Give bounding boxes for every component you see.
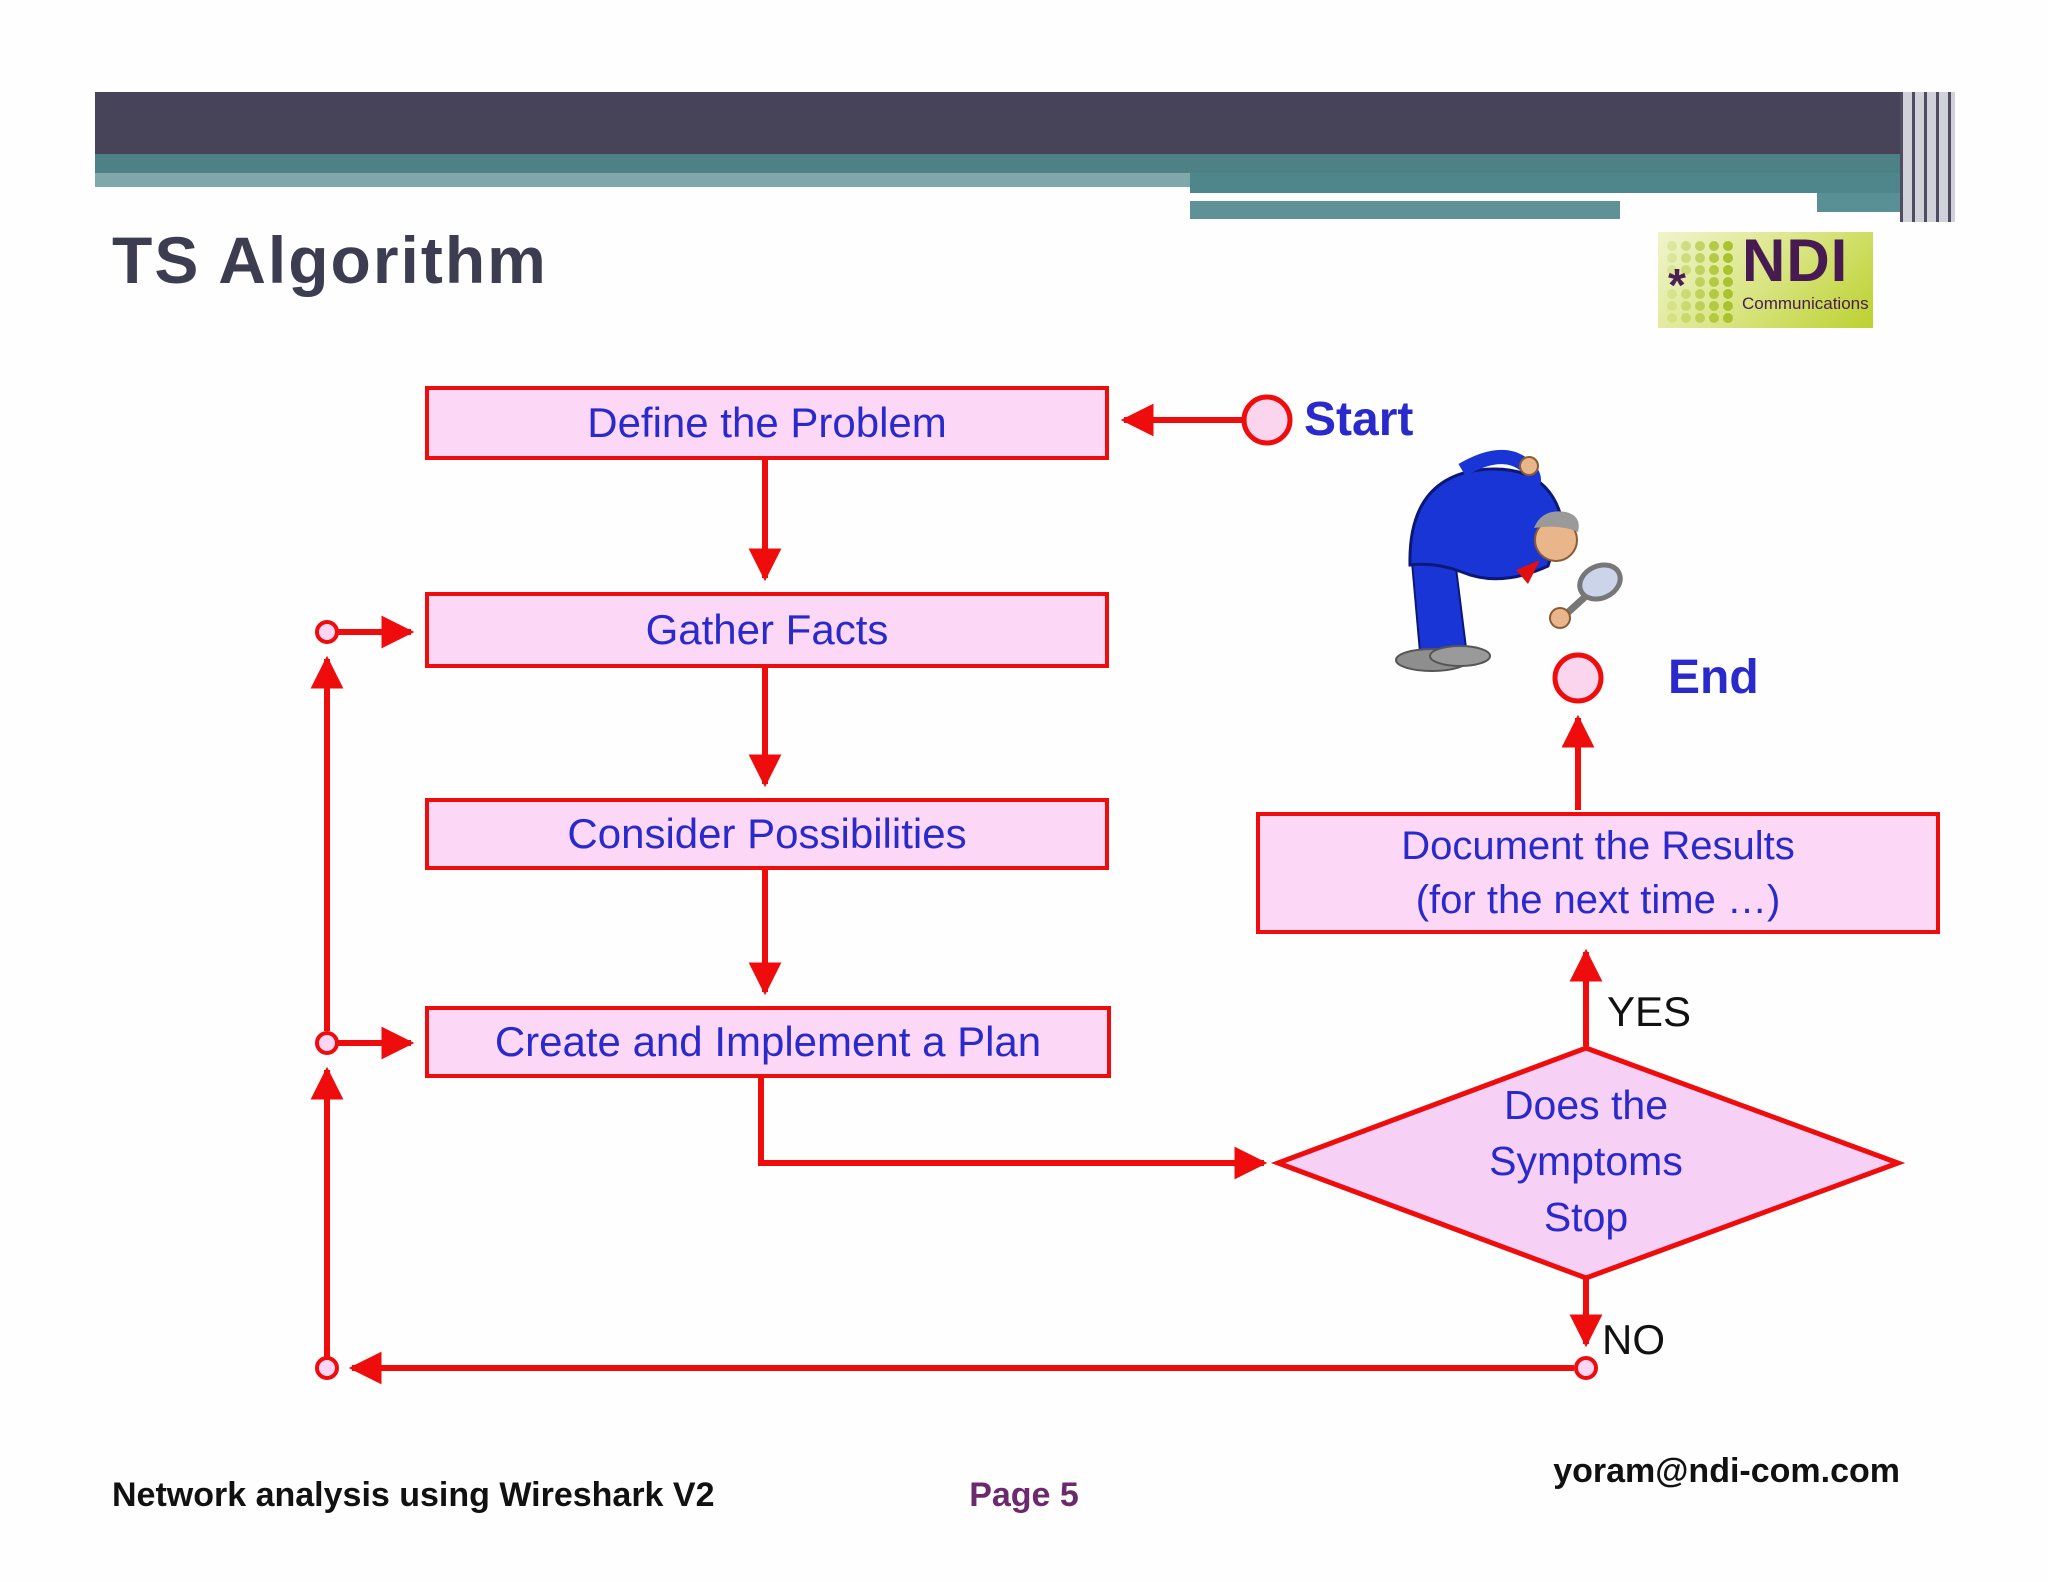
flowchart-box-plan: Create and Implement a Plan (425, 1006, 1111, 1078)
branch-label-no: NO (1602, 1316, 1665, 1363)
flowchart-box-consider: Consider Possibilities (425, 798, 1109, 870)
header-light-teal-band (95, 173, 1190, 187)
ndi-logo: * NDI Communications (1658, 227, 1873, 328)
decision-line-2: Symptoms (1489, 1137, 1683, 1184)
box-label: Consider Possibilities (567, 810, 967, 857)
footer-email: yoram@ndi-com.com (1553, 1452, 1900, 1490)
junction-dot (1574, 1356, 1598, 1380)
end-label: End (1668, 651, 1759, 704)
box-label-line1: Document the Results (1401, 824, 1795, 868)
header-teal-band (95, 154, 1900, 173)
logo-asterisk-icon: * (1668, 259, 1686, 311)
box-label: Gather Facts (645, 606, 889, 653)
logo-name: NDI (1742, 227, 1849, 294)
header-teal-side (1817, 193, 1900, 212)
junction-dot (315, 620, 339, 644)
end-circle (1552, 652, 1604, 704)
start-circle (1241, 394, 1293, 446)
box-label: Define the Problem (587, 399, 947, 446)
header-dark-bar (95, 92, 1900, 154)
flowchart-box-define: Define the Problem (425, 386, 1109, 460)
flowchart-box-gather: Gather Facts (425, 592, 1109, 668)
header-white-stripe (1190, 193, 1817, 201)
box-label: Create and Implement a Plan (494, 1018, 1042, 1065)
footer-presentation-title: Network analysis using Wireshark V2 (112, 1476, 715, 1514)
header-teal-tail (1190, 201, 1620, 219)
start-label: Start (1304, 393, 1414, 446)
header-stripe-ornament (1900, 92, 1955, 222)
decision-diamond-label: Does the Symptoms Stop (1386, 1078, 1786, 1245)
footer-page-number: Page 5 (969, 1476, 1079, 1514)
header-teal-block (1190, 173, 1900, 193)
decision-line-3: Stop (1543, 1193, 1629, 1240)
page-title: TS Algorithm (112, 223, 548, 297)
magnifier-man-clipart (1395, 450, 1623, 672)
flowchart-box-document: Document the Results (for the next time … (1256, 812, 1940, 934)
logo-tagline: Communications (1742, 294, 1869, 313)
branch-label-yes: YES (1607, 988, 1692, 1035)
junction-dot (315, 1031, 339, 1055)
logo-dot-grid-icon (1667, 241, 1733, 323)
junction-dot (315, 1356, 339, 1380)
box-label-line2: (for the next time …) (1415, 878, 1781, 922)
decision-line-1: Does the (1503, 1082, 1669, 1128)
